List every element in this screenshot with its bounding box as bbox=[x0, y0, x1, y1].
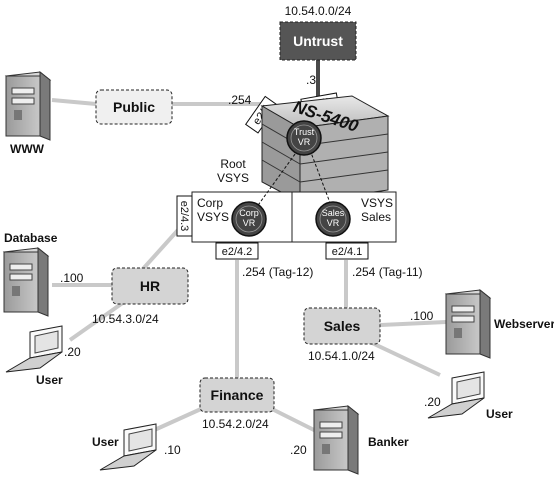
vr-link-sales bbox=[309, 149, 333, 209]
link-www-public bbox=[51, 98, 97, 106]
untrust-label: Untrust bbox=[293, 33, 343, 49]
sales-gateway: .254 (Tag-11) bbox=[352, 265, 422, 279]
finance-gateway: .254 (Tag-12) bbox=[242, 265, 313, 279]
port-e2-4-2: e2/4.2 bbox=[215, 242, 259, 260]
finance-label: Finance bbox=[211, 387, 264, 403]
links bbox=[51, 60, 447, 434]
link-sales-webserver bbox=[379, 320, 447, 327]
vsys-container bbox=[191, 191, 397, 243]
banker-server-icon[interactable] bbox=[312, 404, 360, 475]
untrust-segment[interactable] bbox=[279, 21, 357, 61]
untrust-subnet: 10.54.0.0/24 bbox=[285, 4, 352, 18]
link-sales-user bbox=[369, 340, 441, 377]
port-e2-4-3-label: e2/4.3 bbox=[178, 201, 190, 232]
public-addr: .254 bbox=[228, 93, 252, 107]
finance-subnet: 10.54.2.0/24 bbox=[202, 417, 269, 431]
sales-vr-icon[interactable] bbox=[315, 201, 351, 237]
database-server-icon[interactable] bbox=[2, 246, 50, 317]
database-label: Database bbox=[4, 231, 58, 245]
hr-subnet: 10.54.3.0/24 bbox=[92, 312, 159, 326]
hr-user-addr: .20 bbox=[64, 345, 81, 359]
port-e2-4-2-label: e2/4.2 bbox=[222, 246, 253, 258]
corp-vr-line2: VR bbox=[243, 218, 256, 228]
corp-vr-icon[interactable] bbox=[231, 201, 267, 237]
sales-vr-line2: VR bbox=[327, 218, 340, 228]
sales-vr-line1: Sales bbox=[322, 208, 345, 218]
root-vsys-line1: Root bbox=[220, 157, 246, 171]
finance-user-label: User bbox=[92, 435, 119, 449]
sales-vsys-line1: VSYS bbox=[361, 196, 393, 210]
hr-user-laptop-icon[interactable] bbox=[5, 325, 63, 373]
trust-vr-icon[interactable] bbox=[286, 120, 322, 156]
webserver-label: Webserver bbox=[494, 317, 554, 331]
hr-label: HR bbox=[140, 278, 160, 294]
banker-addr: .20 bbox=[290, 443, 307, 457]
www-server-icon[interactable] bbox=[4, 70, 52, 141]
public-label: Public bbox=[113, 99, 155, 115]
database-addr: .100 bbox=[60, 271, 84, 285]
trust-vr-line2: VR bbox=[298, 137, 311, 147]
corp-vr-line1: Corp bbox=[239, 208, 259, 218]
webserver-icon[interactable] bbox=[444, 288, 492, 359]
sales-user-label: User bbox=[486, 407, 513, 421]
finance-user-laptop-icon[interactable] bbox=[99, 423, 157, 471]
hr-segment[interactable] bbox=[111, 267, 189, 305]
trust-vr-line1: Trust bbox=[294, 127, 315, 137]
banker-label: Banker bbox=[368, 435, 409, 449]
corp-vsys-line2: VSYS bbox=[197, 210, 229, 224]
port-e2-4-1: e2/4.1 bbox=[325, 242, 369, 260]
sales-vsys-line2: Sales bbox=[361, 210, 391, 224]
finance-segment[interactable] bbox=[199, 377, 275, 413]
hr-user-label: User bbox=[36, 373, 63, 387]
port-e2-4-1-label: e2/4.1 bbox=[332, 246, 363, 258]
untrust-addr: .3 bbox=[306, 73, 316, 87]
sales-segment[interactable] bbox=[303, 307, 381, 345]
www-label: WWW bbox=[10, 142, 45, 156]
link-hr-user bbox=[68, 300, 126, 342]
port-e2-4-3: e2/4.3 bbox=[176, 195, 193, 237]
corp-vsys-line1: Corp bbox=[197, 196, 223, 210]
vr-link-corp bbox=[255, 149, 299, 209]
public-segment[interactable] bbox=[95, 89, 173, 125]
finance-user-addr: .10 bbox=[164, 443, 181, 457]
sales-subnet: 10.54.1.0/24 bbox=[308, 349, 375, 363]
sales-label: Sales bbox=[324, 318, 361, 334]
sales-user-laptop-icon[interactable] bbox=[427, 371, 485, 419]
link-hr-device bbox=[140, 228, 180, 272]
webserver-addr: .100 bbox=[410, 309, 434, 323]
sales-user-addr: .20 bbox=[424, 395, 441, 409]
root-vsys-line2: VSYS bbox=[217, 171, 249, 185]
